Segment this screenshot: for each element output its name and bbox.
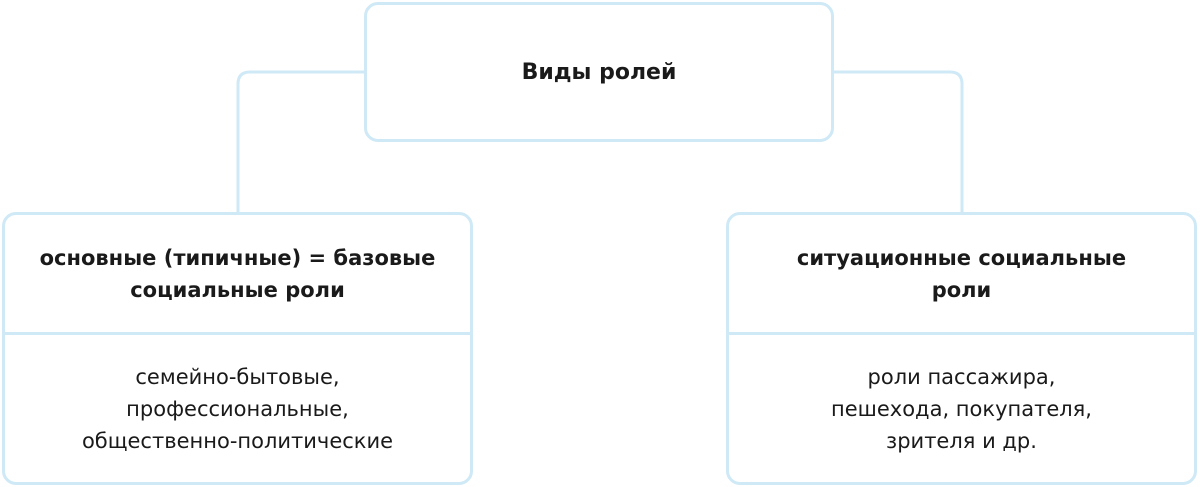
- branch-situational-roles-header: ситуационные социальные роли: [729, 215, 1194, 335]
- branch-situational-roles-examples: роли пассажира, пешехода, покупателя, зр…: [831, 364, 1092, 453]
- branch-situational-roles-title: ситуационные социальные роли: [796, 245, 1127, 302]
- root-title: Виды ролей: [521, 59, 677, 85]
- branch-basic-roles-title: основные (типичные) = базовые социальные…: [39, 245, 436, 302]
- root-node: Виды ролей: [364, 2, 834, 142]
- branch-basic-roles-body: семейно-бытовые, профессиональные, общес…: [5, 335, 470, 482]
- connector-right: [834, 70, 964, 212]
- branch-situational-roles: ситуационные социальные роли роли пассаж…: [726, 212, 1197, 485]
- branch-basic-roles-header: основные (типичные) = базовые социальные…: [5, 215, 470, 335]
- connector-left: [236, 70, 364, 212]
- branch-basic-roles: основные (типичные) = базовые социальные…: [2, 212, 473, 485]
- branch-situational-roles-body: роли пассажира, пешехода, покупателя, зр…: [729, 335, 1194, 482]
- branch-basic-roles-examples: семейно-бытовые, профессиональные, общес…: [81, 364, 394, 453]
